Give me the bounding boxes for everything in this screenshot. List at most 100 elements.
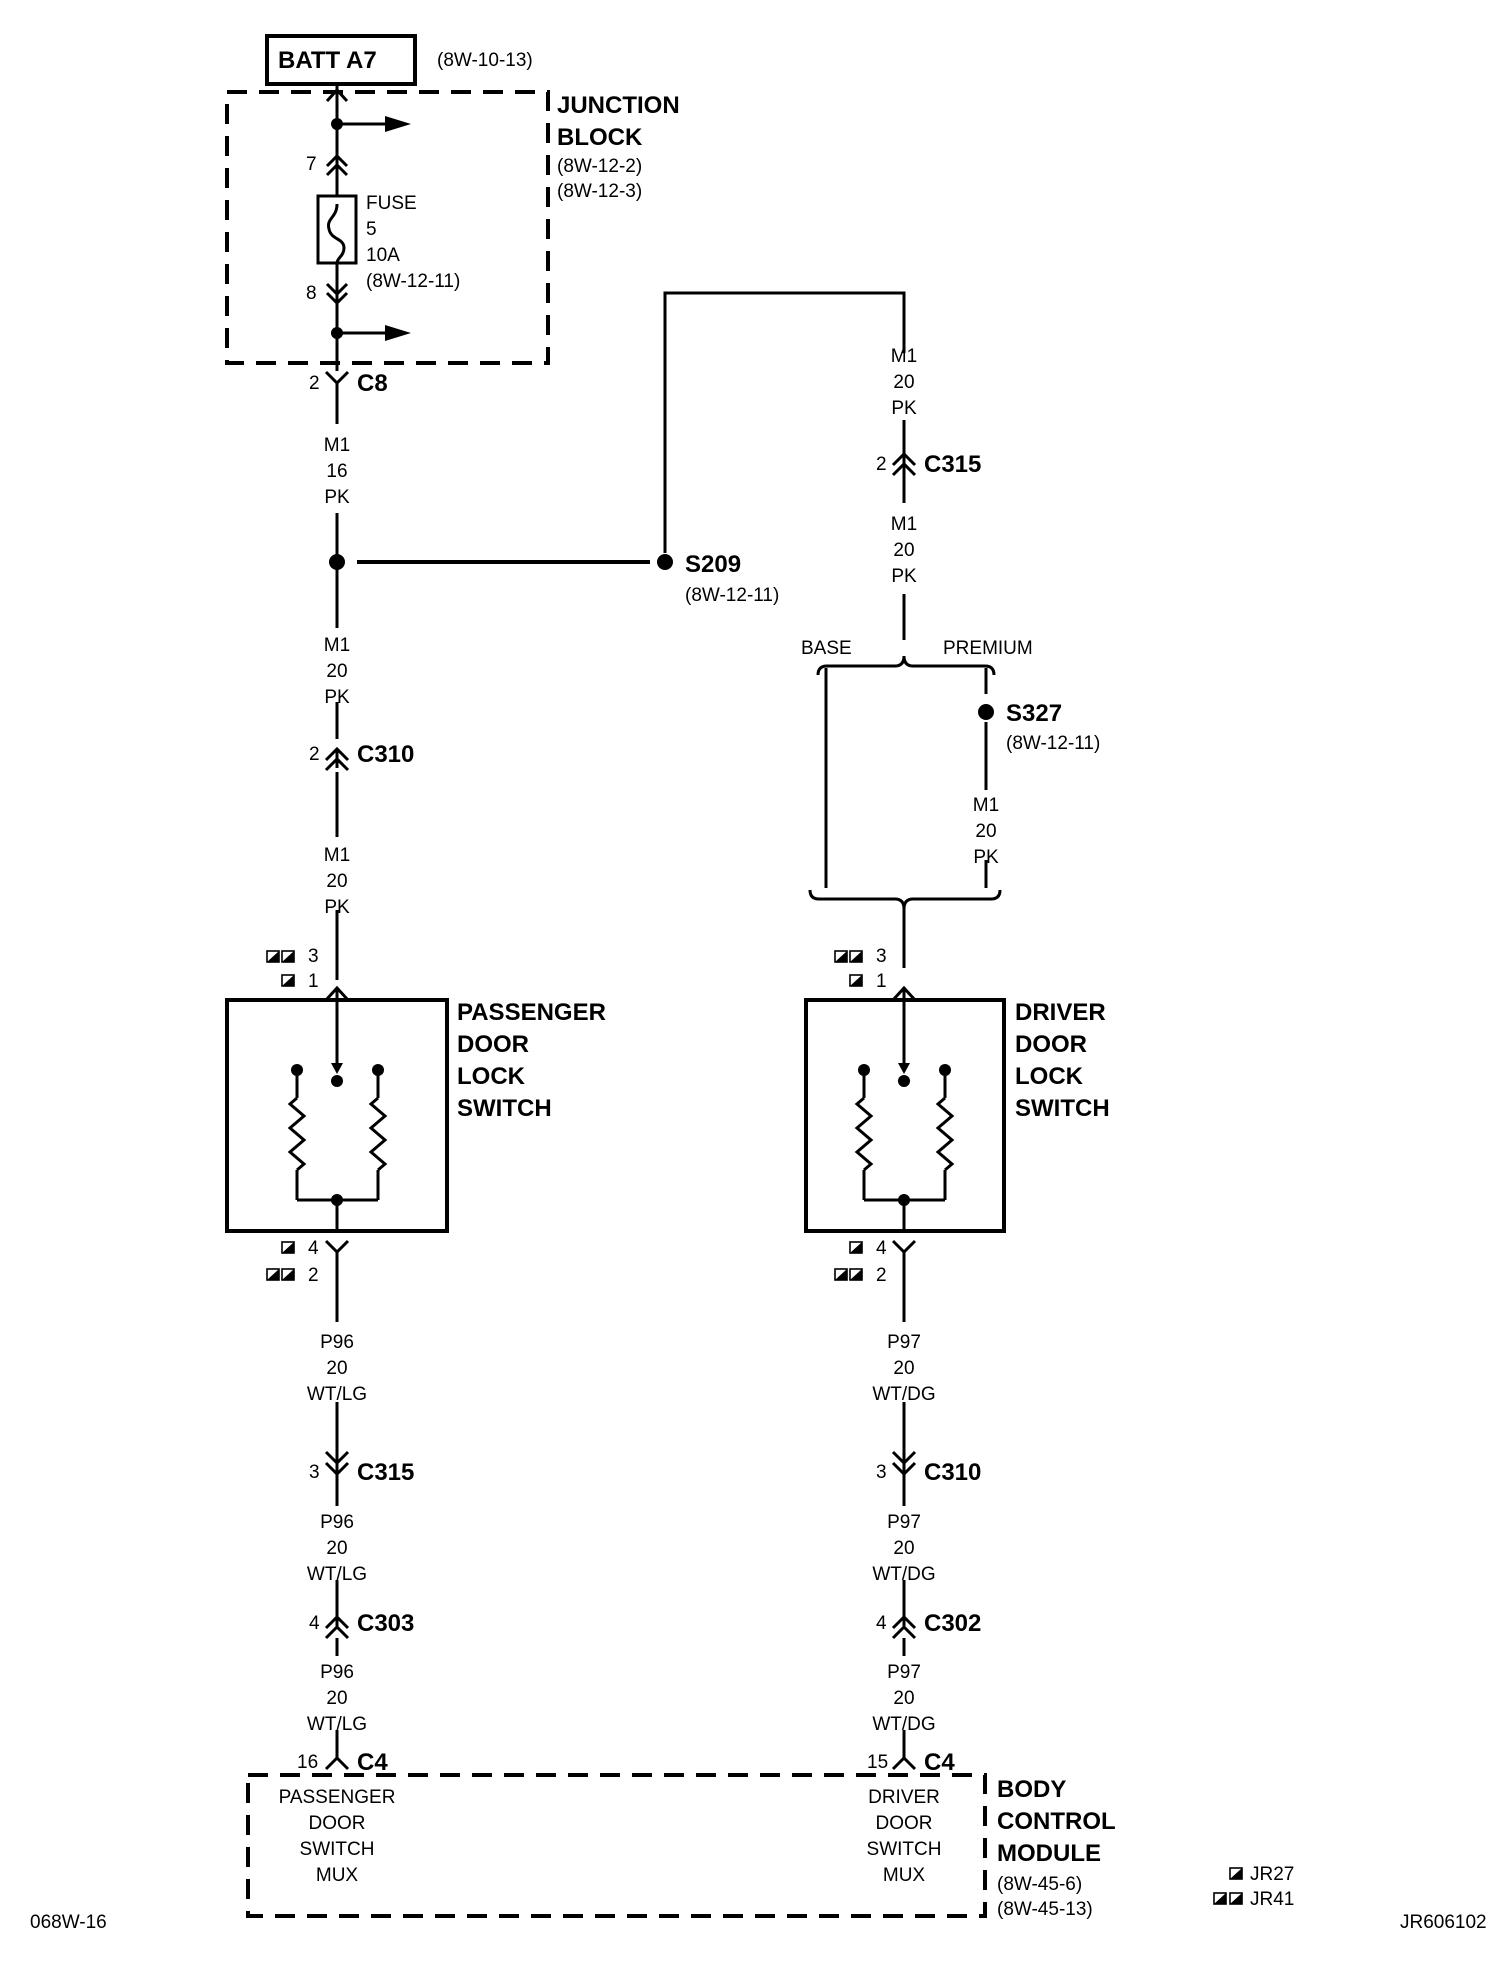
- driver-switch-line-4: SWITCH: [1015, 1095, 1110, 1122]
- option-indicator: [281, 1268, 295, 1281]
- wire-p96-2: P96 20 WT/LG: [307, 1512, 367, 1585]
- fuse-pin-out: 8: [306, 283, 317, 304]
- c302-label: C302: [924, 1610, 981, 1637]
- c310-left-pin: 2: [309, 744, 320, 765]
- driver-pin-2: 2: [876, 1265, 887, 1286]
- svg-text:M1: M1: [324, 635, 350, 656]
- c4-left-pin: 16: [297, 1752, 318, 1773]
- svg-text:20: 20: [326, 1688, 347, 1709]
- legend-single: JR27: [1250, 1864, 1294, 1885]
- passenger-door-lock-switch: PASSENGER DOOR LOCK SWITCH: [225, 998, 606, 1233]
- bcm-ref-2: (8W-45-13): [997, 1899, 1093, 1920]
- s327-ref: (8W-12-11): [1006, 733, 1100, 754]
- passenger-switch-line-4: SWITCH: [457, 1095, 552, 1122]
- svg-text:20: 20: [326, 871, 347, 892]
- svg-text:20: 20: [326, 1538, 347, 1559]
- bcm-title-2: CONTROL: [997, 1808, 1116, 1835]
- svg-text:M1: M1: [973, 795, 999, 816]
- c315-left-label: C315: [357, 1459, 414, 1486]
- legend-double: JR41: [1250, 1889, 1294, 1910]
- s209-ref: (8W-12-11): [685, 585, 779, 606]
- svg-text:20: 20: [893, 1358, 914, 1379]
- option-indicator: [266, 1268, 280, 1281]
- option-indicator: [849, 1241, 863, 1254]
- svg-text:DOOR: DOOR: [309, 1813, 366, 1834]
- passenger-pin-3: 3: [308, 946, 319, 967]
- passenger-pin-4: 4: [308, 1238, 319, 1259]
- svg-text:20: 20: [326, 661, 347, 682]
- svg-text:M1: M1: [324, 435, 350, 456]
- right-lower-wire-run: [891, 1239, 917, 1771]
- s209-label: S209: [685, 551, 741, 578]
- batt-a7-source: BATT A7 (8W-10-13): [265, 34, 533, 86]
- driver-pin-3: 3: [876, 946, 887, 967]
- wire-p96-1: P96 20 WT/LG: [307, 1332, 367, 1405]
- svg-text:P96: P96: [320, 1512, 354, 1533]
- fuse-circuit: [316, 84, 411, 424]
- fuse-rating: 10A: [366, 245, 400, 266]
- svg-text:PK: PK: [891, 398, 917, 419]
- wire-m1-20-left-lower: M1 20 PK: [324, 845, 350, 918]
- svg-text:MUX: MUX: [316, 1865, 359, 1886]
- bcm-passenger-input: PASSENGER DOOR SWITCH MUX: [279, 1787, 396, 1886]
- svg-text:P97: P97: [887, 1512, 921, 1533]
- option-indicator: [849, 974, 863, 987]
- svg-text:WT/LG: WT/LG: [307, 1714, 367, 1735]
- fuse-5: FUSE 5 10A (8W-12-11): [366, 193, 460, 292]
- option-indicator: [281, 1241, 295, 1254]
- svg-text:PK: PK: [324, 897, 350, 918]
- wire-p97-2: P97 20 WT/DG: [872, 1512, 935, 1585]
- c310-right-label: C310: [924, 1459, 981, 1486]
- c302-pin: 4: [876, 1613, 887, 1634]
- option-indicator: [281, 950, 295, 963]
- driver-switch-line-1: DRIVER: [1015, 999, 1106, 1026]
- svg-text:WT/LG: WT/LG: [307, 1384, 367, 1405]
- option-base-label: BASE: [801, 638, 852, 659]
- s327-label: S327: [1006, 700, 1062, 727]
- svg-text:PK: PK: [891, 566, 917, 587]
- svg-text:20: 20: [326, 1358, 347, 1379]
- junction-splice-dot-top: [331, 118, 343, 130]
- c8-label: C8: [357, 370, 388, 397]
- option-indicator: [849, 1268, 863, 1281]
- svg-text:20: 20: [893, 540, 914, 561]
- splice-dot-left: [329, 554, 345, 570]
- c315-left-pin: 3: [309, 1462, 320, 1483]
- wire-p97-1: P97 20 WT/DG: [872, 1332, 935, 1405]
- s209-dot: [657, 554, 673, 570]
- junction-block-ref-2: (8W-12-3): [557, 181, 642, 202]
- c315-right-pin: 2: [876, 454, 887, 475]
- svg-text:20: 20: [893, 1688, 914, 1709]
- c303-label: C303: [357, 1610, 414, 1637]
- passenger-switch-line-1: PASSENGER: [457, 999, 606, 1026]
- junction-block-title-2: BLOCK: [557, 124, 643, 151]
- option-indicator: [849, 950, 863, 963]
- option-indicator: [1229, 1892, 1243, 1905]
- option-indicator: [1213, 1892, 1227, 1905]
- batt-ref: (8W-10-13): [437, 50, 533, 71]
- svg-text:SWITCH: SWITCH: [867, 1839, 942, 1860]
- fuse-pin-in: 7: [306, 154, 317, 175]
- junction-splice-dot-bottom: [331, 327, 343, 339]
- passenger-pin-2: 2: [308, 1265, 319, 1286]
- driver-switch-line-3: LOCK: [1015, 1063, 1084, 1090]
- c310-left-label: C310: [357, 741, 414, 768]
- svg-text:M1: M1: [324, 845, 350, 866]
- wire-p96-3: P96 20 WT/LG: [307, 1662, 367, 1735]
- svg-text:P97: P97: [887, 1332, 921, 1353]
- c4-right-label: C4: [924, 1749, 955, 1776]
- fuse-label: FUSE: [366, 193, 417, 214]
- fuse-number: 5: [366, 219, 377, 240]
- bcm-title-1: BODY: [997, 1776, 1066, 1803]
- s327-dot: [978, 704, 994, 720]
- svg-text:WT/LG: WT/LG: [307, 1564, 367, 1585]
- svg-text:WT/DG: WT/DG: [872, 1384, 935, 1405]
- svg-text:PK: PK: [324, 487, 350, 508]
- wire-m1-20-right-2: M1 20 PK: [891, 514, 917, 587]
- option-indicator: [834, 1268, 848, 1281]
- c4-right-pin: 15: [867, 1752, 888, 1773]
- svg-text:WT/DG: WT/DG: [872, 1564, 935, 1585]
- svg-text:WT/DG: WT/DG: [872, 1714, 935, 1735]
- svg-text:PK: PK: [973, 847, 999, 868]
